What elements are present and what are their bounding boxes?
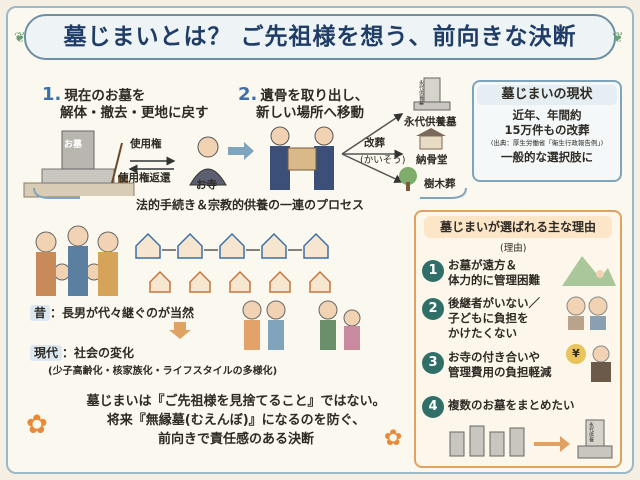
- flower-icon: ✿: [384, 426, 403, 451]
- usage-right-return-label: 使用権返還: [118, 172, 171, 184]
- reburial-label: 改葬: [364, 137, 385, 149]
- branch-arrows: [341, 113, 404, 183]
- conclusion-line3: 前向きで責任感のある決断: [157, 432, 314, 447]
- past-text: ：長男が代々継ぐのが当然: [50, 306, 195, 320]
- status-source: (出典：厚生労働省「衛生行政報告例」): [490, 139, 604, 147]
- columbarium-monument-icon: [413, 77, 451, 111]
- step2-illustration: [270, 126, 334, 190]
- status-box: 墓じまいの現状 近年、年間約 15万件もの改葬 (出典：厚生労働省「衛生行政報告…: [472, 80, 622, 182]
- leaf-icon: ❦: [612, 30, 624, 46]
- grave-label: お墓: [64, 140, 83, 150]
- process-caption: 法的手続き＆宗教的供養の一連のプロセス: [80, 196, 420, 213]
- status-line2: 15万件もの改葬: [504, 123, 590, 137]
- status-line3: 一般的な選択肢に: [501, 150, 593, 164]
- status-title: 墓じまいの現状: [477, 85, 617, 105]
- reason-1: お墓が遠方＆体力的に管理困難: [448, 258, 540, 287]
- reburial-reading: (かいそう): [360, 155, 406, 166]
- destination-perpetual-grave: 永代供養墓: [404, 116, 457, 128]
- reason-number: 1: [422, 260, 444, 282]
- houses-illustration: [135, 232, 331, 293]
- arrow-down-icon: [169, 322, 191, 339]
- temple-label: お寺: [196, 179, 217, 191]
- past-row: 昔：長男が代々継ぐのが当然: [30, 304, 194, 321]
- step1-illustration: [23, 130, 227, 198]
- flower-icon: ✿: [26, 410, 48, 440]
- ossuary-building-icon: [416, 128, 446, 150]
- step2-heading: 2.遺骨を取り出し、 新しい場所へ移動: [238, 84, 369, 122]
- reason-4: 複数のお墓をまとめたい: [448, 398, 575, 412]
- mountain-path-icon: [562, 256, 616, 286]
- reason-2: 後継者がいない／子どもに負担をかけたくない: [448, 296, 540, 340]
- reason-number: 4: [422, 396, 444, 418]
- coin-icon: ¥: [566, 344, 586, 364]
- destination-tree-burial: 樹木葬: [424, 178, 456, 190]
- conclusion: 墓じまいは『ご先祖様を見捨てること』ではない。 将来『無縁墓(むえんぼ)』になる…: [56, 392, 416, 449]
- monument-sign: 永代供養墓: [418, 80, 424, 105]
- tree-icon: [399, 167, 417, 191]
- family-illustration: [35, 225, 119, 296]
- graves-merge-illustration: [449, 419, 613, 459]
- present-text: ：社会の変化: [62, 346, 135, 360]
- past-label: 昔: [30, 305, 51, 321]
- arrow-right-icon: [228, 142, 254, 160]
- new-grave-sign: 永代供養: [588, 422, 594, 442]
- usage-right-label: 使用権: [130, 138, 162, 150]
- present-label: 現代: [30, 345, 63, 361]
- destination-ossuary: 納骨堂: [416, 154, 448, 166]
- page-title: 墓じまいとは？ ご先祖様を想う、前向きな決断: [63, 24, 577, 50]
- title-banner: 墓じまいとは？ ご先祖様を想う、前向きな決断: [24, 14, 616, 60]
- step1-heading: 1.現在のお墓を 解体・撤去・更地に戻す: [42, 84, 209, 122]
- present-row: 現代：社会の変化: [30, 344, 134, 361]
- conclusion-line2: 将来『無縁墓(むえんぼ)』になるのを防ぐ、: [106, 413, 366, 428]
- reason-number: 3: [422, 352, 444, 374]
- reason-number: 2: [422, 298, 444, 320]
- reasons-subtitle: (理由): [500, 243, 527, 254]
- leaf-icon: ❦: [14, 30, 26, 46]
- present-sub: (少子高齢化・核家族化・ライフスタイルの多様化): [48, 366, 278, 377]
- modern-family-illustration: [242, 300, 361, 350]
- reason-3: お寺の付き合いや管理費用の負担軽減: [448, 350, 552, 379]
- elderly-couple-icon: [566, 296, 608, 330]
- status-line1: 近年、年間約: [512, 108, 582, 122]
- monk-icon: [591, 345, 611, 382]
- reasons-title: 墓じまいが選ばれる主な理由: [424, 216, 612, 238]
- conclusion-line1: 墓じまいは『ご先祖様を見捨てること』ではない。: [86, 394, 386, 409]
